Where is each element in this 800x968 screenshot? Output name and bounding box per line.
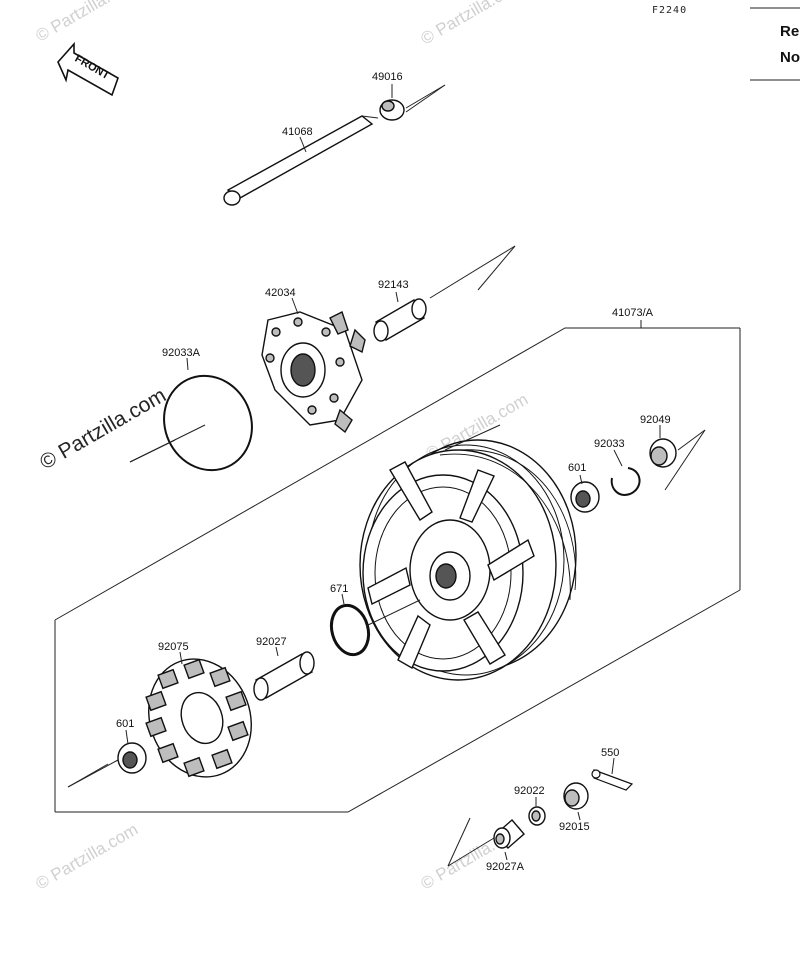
seal-92049 — [649, 425, 706, 491]
watermark: © Partzilla.com — [418, 0, 527, 48]
label-42034: 42034 — [265, 287, 296, 299]
bearing-601-upper — [570, 474, 600, 513]
oring-671 — [329, 593, 421, 657]
diagram-code: F2240 — [652, 5, 687, 16]
side-panel-line2: No — [780, 49, 800, 66]
side-panel: Re No — [750, 7, 800, 81]
watermark: © Partzilla.com — [33, 0, 142, 45]
label-92033: 92033 — [594, 438, 625, 450]
label-92027A: 92027A — [486, 861, 525, 873]
label-671: 671 — [330, 583, 348, 595]
circlip-92033 — [610, 449, 641, 496]
label-550: 550 — [601, 747, 619, 759]
washer-92022 — [528, 797, 546, 826]
nut-92015 — [563, 782, 589, 821]
damper-92075 — [145, 651, 252, 778]
circlip-92033A — [129, 357, 253, 472]
label-92015: 92015 — [559, 821, 590, 833]
cotter-pin-550 — [591, 757, 634, 791]
label-92033A: 92033A — [162, 347, 201, 359]
side-panel-line1: Re — [780, 23, 799, 40]
wheel-41073A — [359, 424, 577, 681]
label-601-lower: 601 — [116, 718, 134, 730]
label-41073A: 41073/A — [612, 307, 654, 319]
label-92049: 92049 — [640, 414, 671, 426]
coupling-42034 — [261, 297, 366, 434]
axle-41068 — [223, 115, 379, 206]
label-49016: 49016 — [372, 71, 403, 83]
front-arrow: FRONT — [57, 41, 119, 97]
wheel-assembly-box — [54, 320, 741, 813]
label-601-upper: 601 — [568, 462, 586, 474]
collar-49016 — [379, 84, 446, 121]
collar-92143 — [373, 245, 516, 342]
label-41068: 41068 — [282, 126, 313, 138]
label-92022: 92022 — [514, 785, 545, 797]
watermark-main: © Partzilla.com — [36, 384, 170, 475]
bearing-601-lower — [67, 729, 147, 788]
label-92075: 92075 — [158, 641, 189, 653]
label-92027: 92027 — [256, 636, 287, 648]
label-92143: 92143 — [378, 279, 409, 291]
collar-92027A — [447, 817, 525, 867]
watermark: © Partzilla.com — [33, 820, 142, 894]
collar-92027 — [253, 646, 315, 701]
